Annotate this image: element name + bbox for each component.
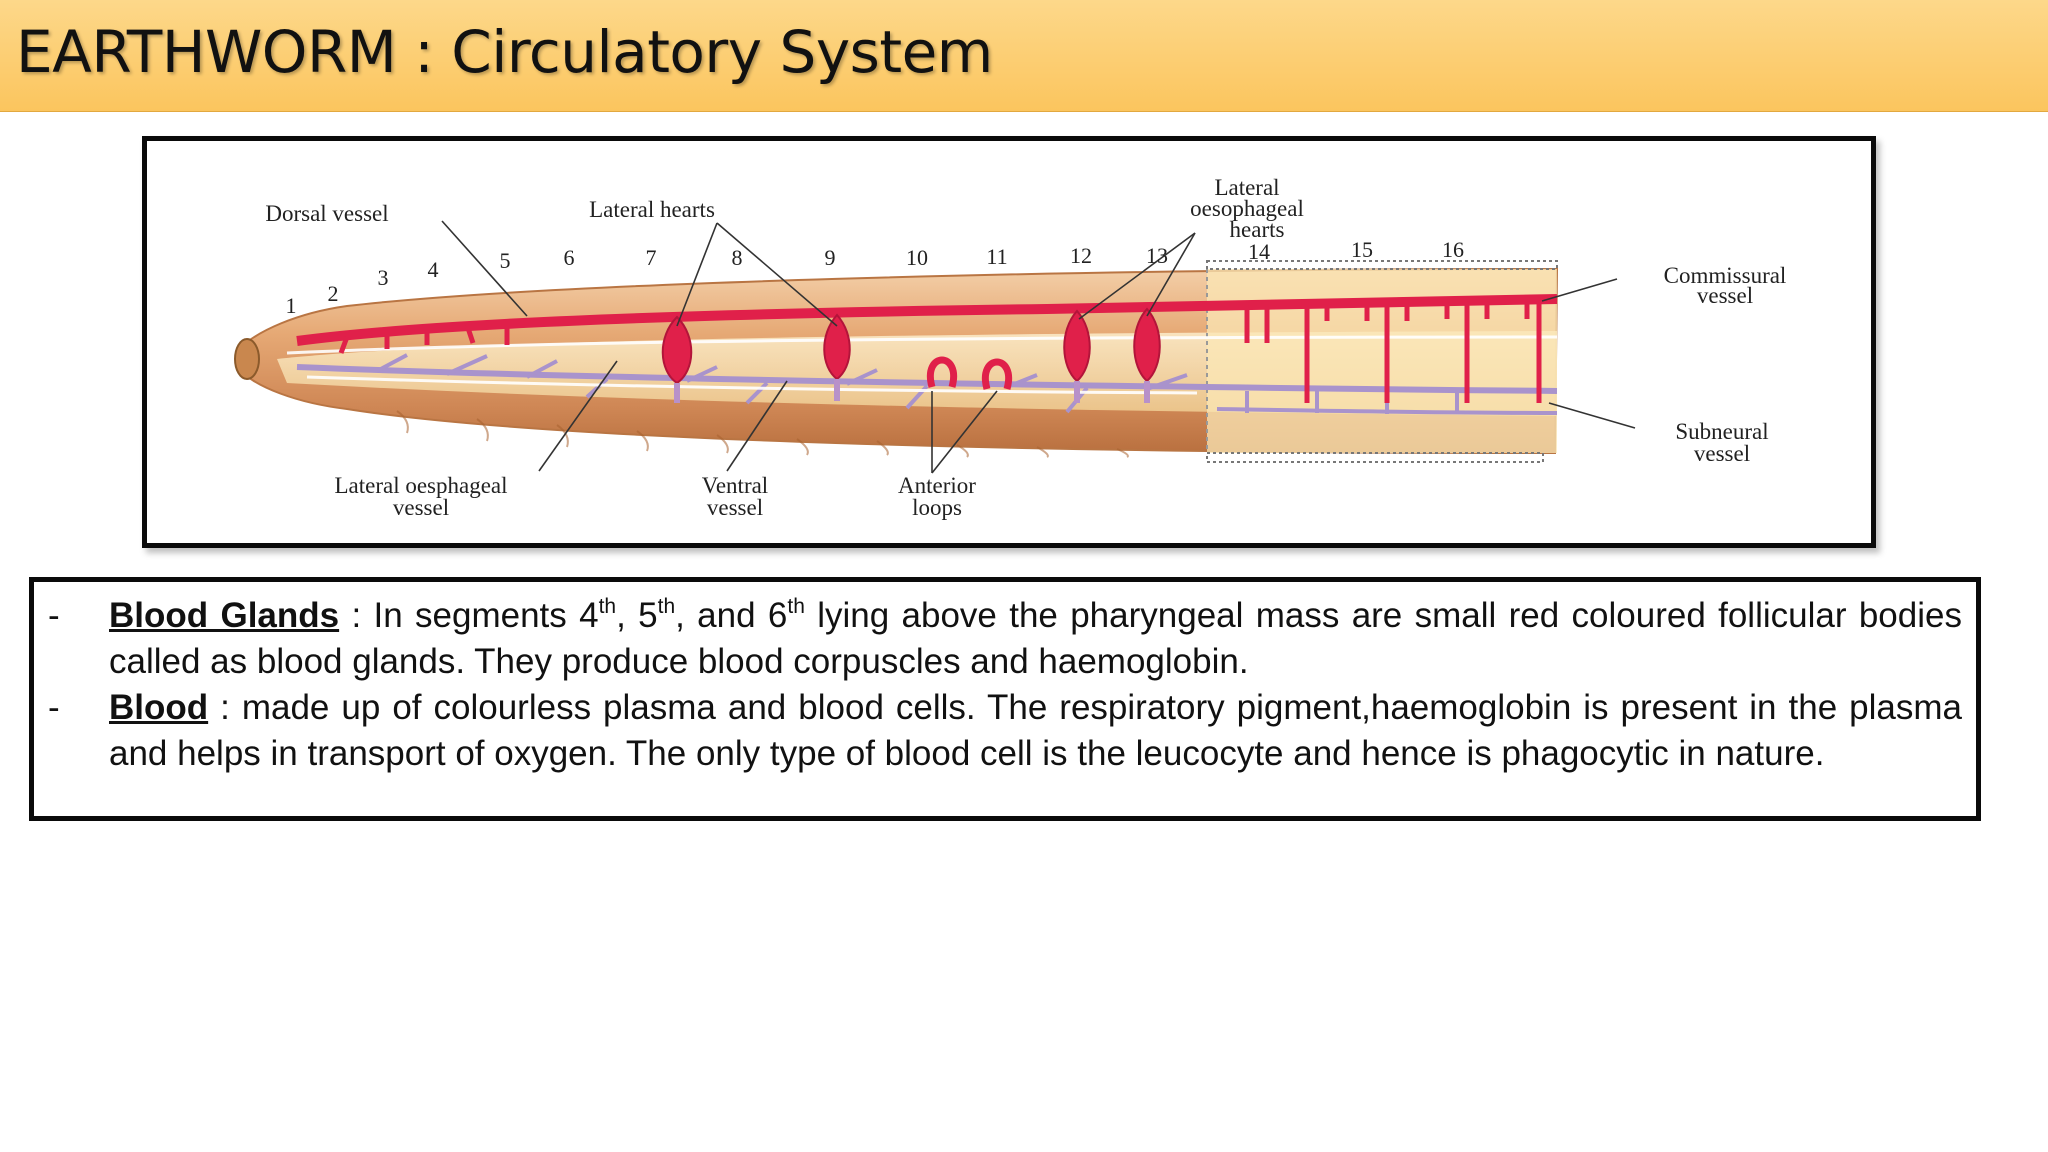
dorsal-vessel: [296, 294, 1558, 346]
bullet-dash: -: [48, 596, 60, 635]
superscript-th: th: [787, 595, 805, 618]
term-blood-glands: Blood Glands: [109, 596, 340, 635]
label-lateral-oesophageal-hearts-1: Lateral: [1214, 175, 1279, 200]
label-lateral-oesophageal-vessel-1: Lateral oesphageal: [334, 473, 507, 498]
segment-number: 5: [500, 248, 511, 273]
segment-number: 14: [1248, 239, 1270, 264]
segment-number: 12: [1070, 243, 1092, 268]
cut-edge-top: [1206, 260, 1558, 270]
label-anterior-loops-1: Anterior: [898, 473, 976, 498]
blood-glands-text-3: , and 6: [675, 596, 788, 635]
term-blood: Blood: [109, 688, 209, 727]
label-dorsal-vessel: Dorsal vessel: [265, 201, 388, 226]
slide-title: EARTHWORM : Circulatory System: [16, 18, 993, 86]
blood-glands-text-2: , 5: [616, 596, 658, 635]
superscript-th: th: [598, 595, 617, 618]
label-commissural-vessel-2: vessel: [1697, 283, 1753, 308]
segment-number: 13: [1146, 243, 1168, 268]
earthworm-diagram-frame: Dorsal vessel Lateral hearts Lateral oes…: [142, 136, 1876, 548]
anterior-loop: [981, 358, 1013, 390]
label-ventral-vessel-1: Ventral: [702, 473, 768, 498]
label-lateral-oesophageal-hearts-2: oesophageal: [1190, 196, 1304, 221]
segment-number: 8: [732, 245, 743, 270]
superscript-th: th: [657, 595, 676, 618]
segment-number: 6: [564, 245, 575, 270]
segment-number: 3: [378, 265, 389, 290]
bullet-body: Blood : made up of colourless plasma and…: [109, 685, 1962, 777]
segment-number: 15: [1351, 237, 1373, 262]
blood-text: : made up of colourless plasma and blood…: [109, 688, 1962, 773]
label-lateral-oesophageal-hearts-3: hearts: [1230, 217, 1285, 242]
label-anterior-loops-2: loops: [912, 495, 962, 520]
segment-number: 2: [328, 281, 339, 306]
bullet-body: Blood Glands : In segments 4th, 5th, and…: [109, 593, 1962, 685]
blood-glands-text-4: lying above the pharyngeal mass are smal…: [109, 596, 1962, 681]
label-subneural-vessel-2: vessel: [1694, 441, 1750, 466]
segment-number: 1: [286, 293, 297, 318]
blood-bullet: - Blood : made up of colourless plasma a…: [48, 685, 1962, 777]
subneural-vessel-line: [1216, 407, 1558, 415]
earthworm-circulatory-diagram: Dorsal vessel Lateral hearts Lateral oes…: [234, 175, 1787, 520]
worm-mouth: [234, 338, 260, 380]
blood-glands-text-1: : In segments 4: [339, 596, 599, 635]
segment-number: 9: [825, 245, 836, 270]
segment-number: 16: [1442, 237, 1464, 262]
blood-glands-bullet: - Blood Glands : In segments 4th, 5th, a…: [48, 593, 1962, 685]
cut-edge-bottom: [1206, 452, 1544, 463]
segment-number: 4: [428, 257, 439, 282]
label-ventral-vessel-2: vessel: [707, 495, 763, 520]
title-bar: EARTHWORM : Circulatory System: [0, 0, 2048, 112]
segment-number: 10: [906, 245, 928, 270]
label-commissural-vessel-1: Commissural: [1664, 263, 1787, 288]
bullet-dash: -: [48, 688, 60, 727]
ventral-vessel: [296, 364, 1558, 394]
label-lateral-hearts: Lateral hearts: [589, 197, 715, 222]
label-subneural-vessel-1: Subneural: [1675, 419, 1768, 444]
segment-number: 11: [986, 244, 1007, 269]
label-lateral-oesophageal-vessel-2: vessel: [393, 495, 449, 520]
segment-number: 7: [646, 245, 657, 270]
notes-box: - Blood Glands : In segments 4th, 5th, a…: [29, 577, 1981, 821]
anterior-loop: [926, 356, 958, 388]
